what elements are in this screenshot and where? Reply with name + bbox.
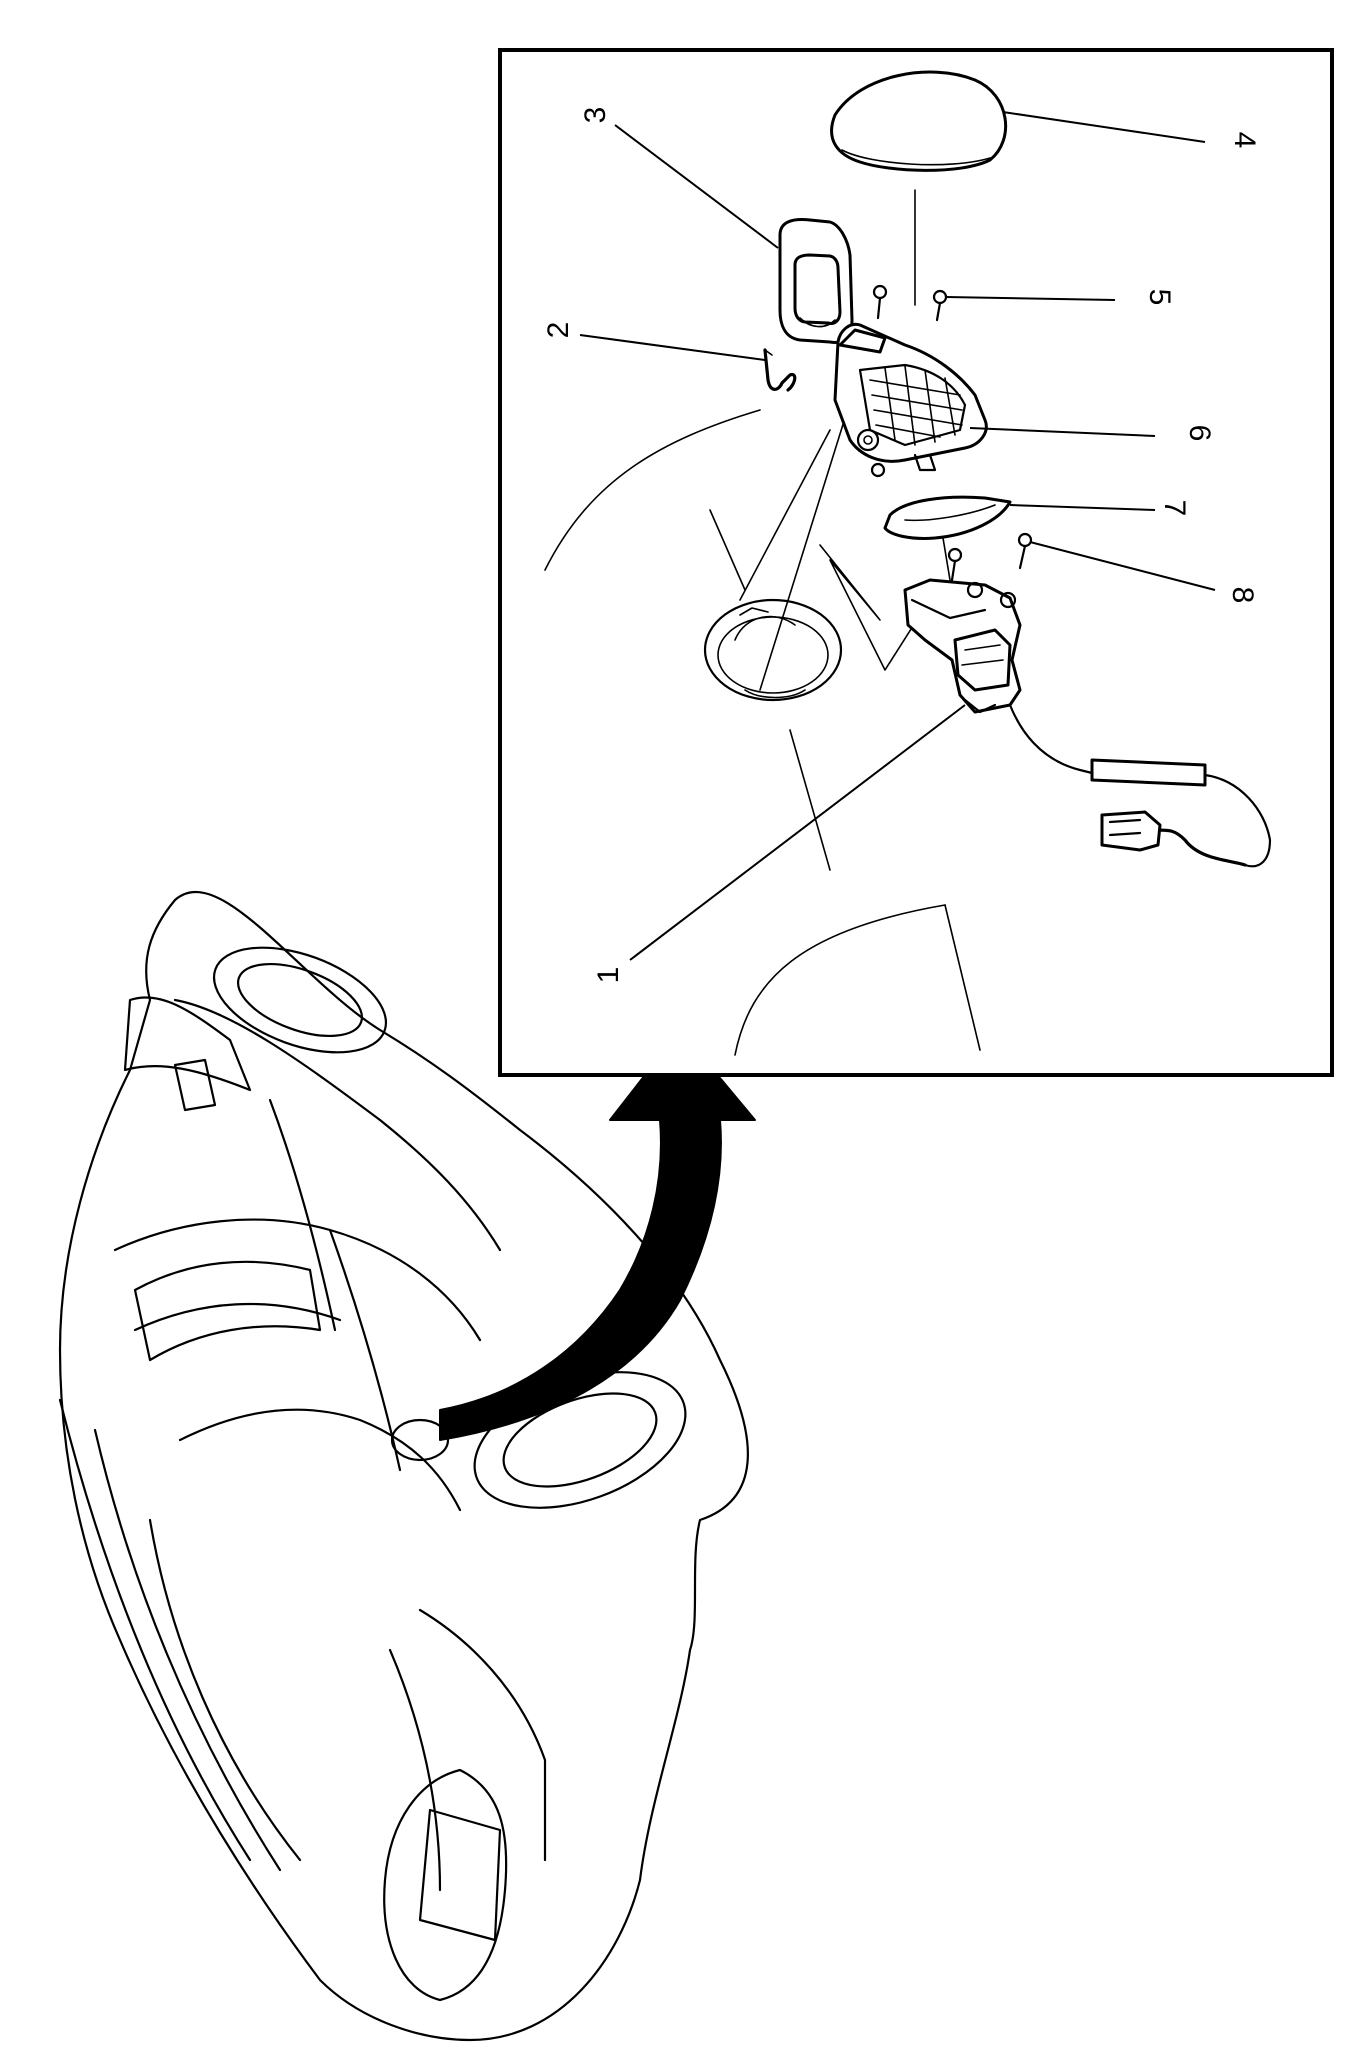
zoom-arrow [439, 1029, 756, 1441]
part-2-spring [763, 348, 797, 392]
part-3-seal [778, 218, 854, 345]
leader-1 [629, 704, 966, 961]
callout-7: 7 [1158, 500, 1191, 517]
leader-8 [1029, 541, 1216, 591]
callout-2: 2 [542, 322, 575, 339]
vehicle-overview [58, 891, 749, 2042]
part-1-actuator [903, 578, 1272, 868]
callout-1: 1 [592, 967, 625, 984]
callout-8: 8 [1226, 587, 1259, 604]
callout-5: 5 [1143, 289, 1176, 306]
detail-frame [498, 48, 1334, 1077]
leader-2 [579, 334, 766, 361]
part-7-gasket [883, 495, 1012, 540]
callout-4: 4 [1228, 132, 1261, 149]
leader-7 [1009, 504, 1156, 511]
fuel-door-location [390, 1418, 450, 1462]
detail-view: 1 2 3 4 5 6 7 8 [542, 70, 1272, 1056]
part-5-screws [872, 284, 948, 322]
leader-3 [614, 124, 779, 249]
leader-6 [969, 427, 1156, 437]
filler-pocket [703, 598, 843, 702]
callout-6: 6 [1183, 425, 1216, 442]
callout-3: 3 [579, 107, 612, 124]
leader-4 [1002, 111, 1206, 143]
leader-5 [945, 296, 1116, 301]
part-8-screws [947, 532, 1033, 582]
part-4-fuel-door [830, 70, 1007, 172]
part-6-housing [833, 322, 988, 478]
